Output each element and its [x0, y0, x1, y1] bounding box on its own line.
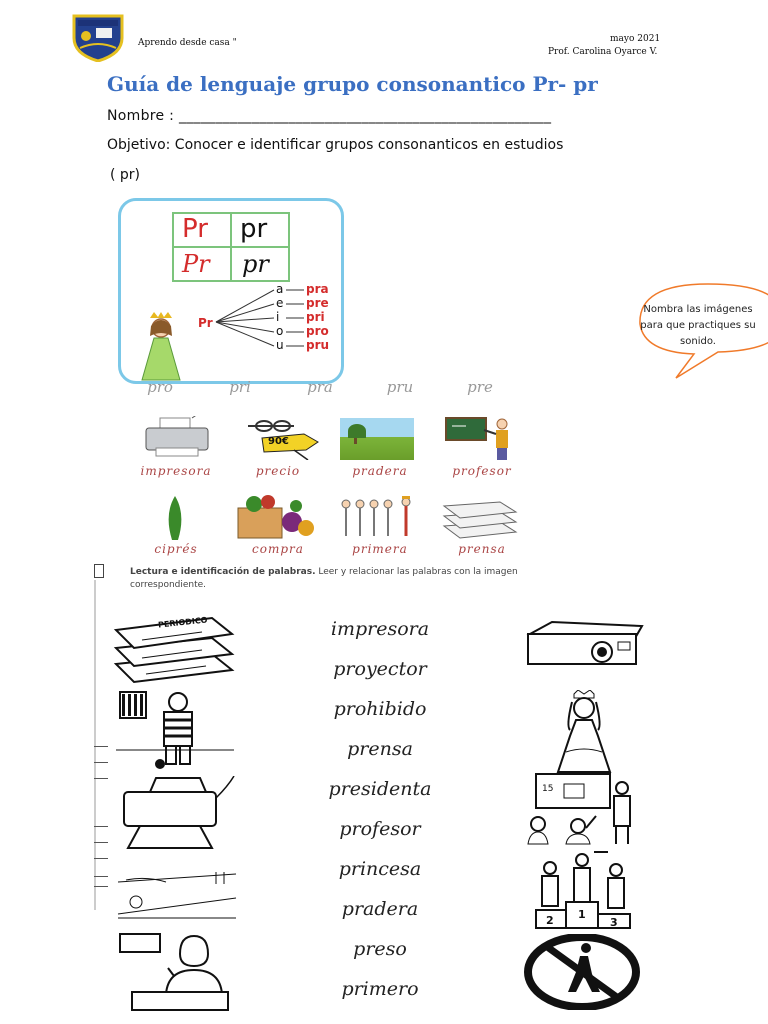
podium-number-2: 2 [546, 914, 554, 927]
practice-syllable-pre: pre [467, 378, 493, 396]
screen-number: 15 [542, 784, 554, 794]
syllable-arrows [215, 289, 304, 347]
match-word-preso: preso [353, 938, 407, 960]
cypress-picture [160, 496, 190, 542]
objective-line: Objetivo: Conocer e identificar grupos c… [107, 137, 564, 153]
header-subtitle: Aprendo desde casa " [138, 38, 237, 48]
printer-image [116, 775, 238, 852]
lower-print-text: pr [240, 214, 268, 244]
root-pr: Pr [198, 316, 213, 330]
match-word-profesor: profesor [339, 818, 421, 840]
picture-label-ciprés: ciprés [154, 542, 198, 556]
instruction-text: Lectura e identificación de palabras. Le… [130, 566, 550, 592]
prisoner-image [112, 690, 238, 772]
upper-print-text: Pr [182, 214, 208, 244]
princess-image [552, 689, 616, 774]
objective-line-2: ( pr) [110, 167, 141, 183]
vowel-i: i [276, 310, 280, 324]
school-crest-icon [70, 14, 126, 63]
instruction-rest: Leer y relacionar las palabras con la im… [130, 567, 518, 590]
header-date: mayo 2021 [610, 34, 661, 44]
picture-label-pradera: pradera [352, 464, 408, 478]
header-teacher: Prof. Carolina Oyarce V. [548, 47, 658, 57]
instruction-icon [94, 564, 104, 578]
meadow-image [116, 862, 240, 920]
syllable-pri: pri [306, 310, 325, 324]
vowel-o: o [276, 324, 284, 338]
picture-label-primera: primera [352, 542, 408, 556]
syllable-pro: pro [306, 324, 329, 338]
podium-image: 2 1 3 [532, 850, 636, 930]
vowel-a: a [276, 282, 284, 296]
match-word-princesa: princesa [338, 858, 422, 880]
match-word-prensa: prensa [347, 738, 413, 760]
teacher-picture [444, 416, 520, 462]
newspapers-picture [440, 496, 520, 540]
page-title: Guía de lenguaje grupo consonantico Pr- … [107, 72, 598, 96]
picture-label-profesor: profesor [452, 464, 512, 478]
match-word-presidenta: presidenta [328, 778, 432, 800]
grid-upper-script: Pr [172, 246, 232, 282]
practice-syllable-pri: pri [229, 378, 251, 396]
practice-syllable-pra: pra [307, 378, 333, 396]
price-tag-text: 90€ [268, 436, 289, 447]
syllable-pru: pru [306, 338, 330, 352]
projector-image [522, 620, 644, 674]
president-image [118, 932, 232, 1012]
race-runners-picture [338, 496, 418, 540]
practice-syllable-pru: pru [386, 378, 414, 396]
instruction-bold: Lectura e identificación de palabras. [130, 567, 316, 577]
match-word-prohibido: prohibido [333, 698, 427, 720]
podium-number-1: 1 [578, 908, 586, 921]
vowel-e: e [276, 296, 284, 310]
upper-script-text: Pr [182, 250, 210, 278]
picture-label-precio: precio [255, 464, 301, 478]
podium-number-3: 3 [610, 916, 618, 929]
printer-picture [142, 409, 212, 458]
name-line: Nombre : _______________________________… [107, 108, 552, 124]
match-word-pradera: pradera [341, 898, 419, 920]
syllable-pra: pra [306, 282, 329, 296]
princess-figure [136, 312, 186, 382]
no-walking-sign-image [524, 933, 640, 1011]
speech-bubble: Nombra las imágenes para que practiques … [636, 282, 768, 380]
picture-label-prensa: prensa [458, 542, 506, 556]
price-tag-picture: 90€ [242, 416, 320, 461]
practice-syllable-pro: pro [147, 378, 173, 396]
shopping-picture [236, 494, 316, 540]
bubble-text: Nombra las imágenes para que practiques … [640, 304, 756, 347]
match-word-primero: primero [341, 978, 419, 1000]
lower-script-text: pr [242, 250, 269, 278]
syllable-pre: pre [306, 296, 329, 310]
teacher-image: 15 [524, 772, 636, 846]
newspapers-image: PERIODICO [112, 612, 236, 688]
match-word-impresora: impresora [330, 618, 430, 640]
grid-lower-print: pr [230, 212, 290, 248]
grid-lower-script: pr [230, 246, 290, 282]
picture-label-compra: compra [252, 542, 304, 556]
meadow-picture [340, 418, 414, 460]
vowel-u: u [276, 338, 284, 352]
left-margin-lines [94, 580, 108, 910]
grid-upper-print: Pr [172, 212, 232, 248]
match-word-proyector: proyector [333, 658, 427, 680]
picture-label-impresora: impresora [140, 464, 212, 478]
syllable-card [118, 198, 344, 384]
